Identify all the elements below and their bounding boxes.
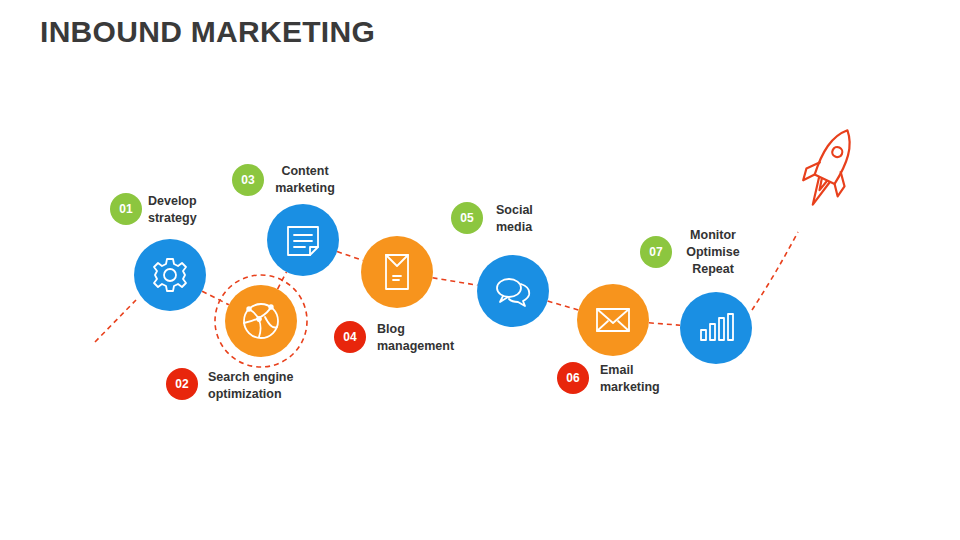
step-circle: 07Monitor Optimise Repeat: [680, 292, 752, 364]
step-circle: 05Social media: [477, 255, 549, 327]
focus-ring: [215, 275, 307, 367]
step-circle: 02Search engine optimization: [225, 285, 297, 357]
diagram-title: INBOUND MARKETING: [40, 15, 375, 49]
dashed-connector: [278, 272, 287, 289]
step-label: Develop strategy: [148, 193, 206, 227]
dashed-connector: [202, 291, 229, 305]
step-label: Monitor Optimise Repeat: [681, 227, 745, 278]
lead-out-line: [752, 232, 798, 310]
step-label: Content marketing: [270, 163, 340, 197]
dashed-connector: [649, 323, 680, 325]
mail-icon: [597, 309, 629, 331]
step-circle: 03Content marketing: [267, 204, 339, 276]
step-number: 07: [640, 236, 672, 268]
chat-icon: [497, 279, 529, 306]
step-number: 06: [557, 362, 589, 394]
blog-icon: [386, 255, 408, 289]
step-number: 05: [451, 202, 483, 234]
step-label: Blog management: [377, 321, 467, 355]
step-label: Search engine optimization: [208, 369, 308, 403]
dashed-connector: [337, 252, 363, 261]
document-icon: [288, 227, 318, 255]
step-circle: 01Develop strategy: [134, 239, 206, 311]
step-number: 01: [110, 193, 142, 225]
dashed-connector: [548, 301, 579, 310]
rocket-icon: [794, 121, 867, 213]
lead-in-line: [95, 300, 136, 342]
step-number: 03: [232, 164, 264, 196]
step-number: 04: [334, 321, 366, 353]
gear-icon: [154, 259, 186, 291]
step-label: Social media: [496, 202, 544, 236]
step-number: 02: [166, 368, 198, 400]
step-circle: 06Email marketing: [577, 284, 649, 356]
bar-chart-icon: [701, 314, 733, 340]
globe-icon: [244, 304, 278, 338]
step-circle: 04Blog management: [361, 236, 433, 308]
dashed-connector: [433, 278, 478, 285]
step-label: Email marketing: [600, 362, 666, 396]
